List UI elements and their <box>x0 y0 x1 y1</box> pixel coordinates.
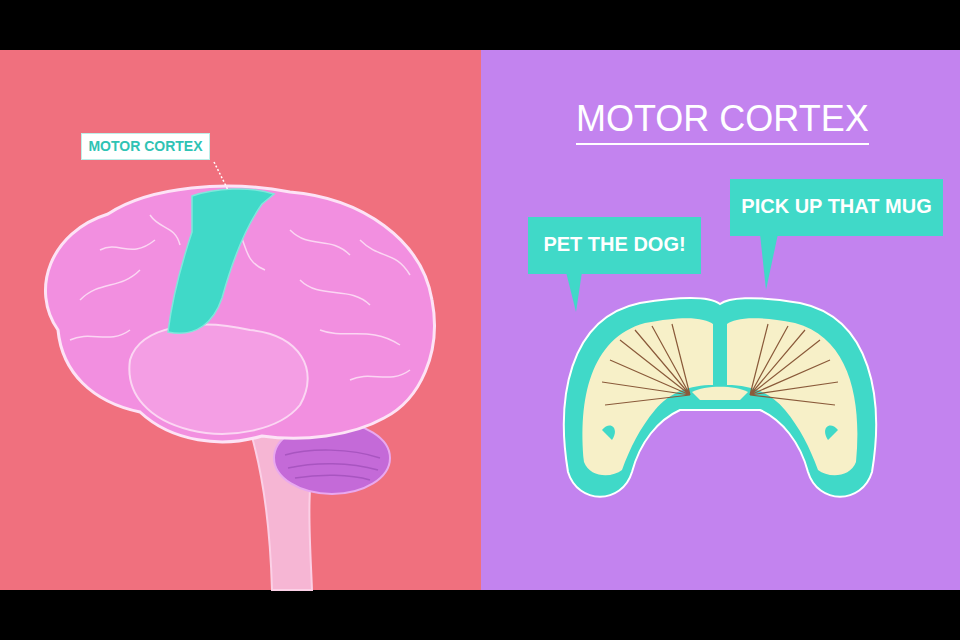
brain-section-cortex <box>564 298 876 497</box>
corpus-callosum <box>692 387 748 400</box>
white-matter <box>727 318 857 475</box>
speech-bubble: PICK UP THAT MUG <box>730 179 943 236</box>
bubble-text: PET THE DOG! <box>543 233 685 256</box>
fiber-tracts <box>602 324 838 405</box>
speech-bubble: PET THE DOG! <box>528 217 701 274</box>
bubble-text: PICK UP THAT MUG <box>741 195 931 218</box>
temporal-lobe <box>129 325 307 434</box>
leader-line <box>214 162 228 190</box>
panel-title: MOTOR CORTEX <box>576 99 869 145</box>
bubble-tail <box>566 272 582 312</box>
deep-nuclei <box>602 425 838 440</box>
left-panel <box>0 50 481 590</box>
right-panel <box>481 50 960 590</box>
region-label: MOTOR CORTEX <box>81 133 210 160</box>
brain-outline <box>45 186 434 442</box>
cerebellum-folds <box>285 450 380 480</box>
label-text: MOTOR CORTEX <box>88 138 202 154</box>
white-matter <box>583 318 713 475</box>
bubble-tail <box>760 234 778 290</box>
motor-cortex-band <box>168 189 274 333</box>
